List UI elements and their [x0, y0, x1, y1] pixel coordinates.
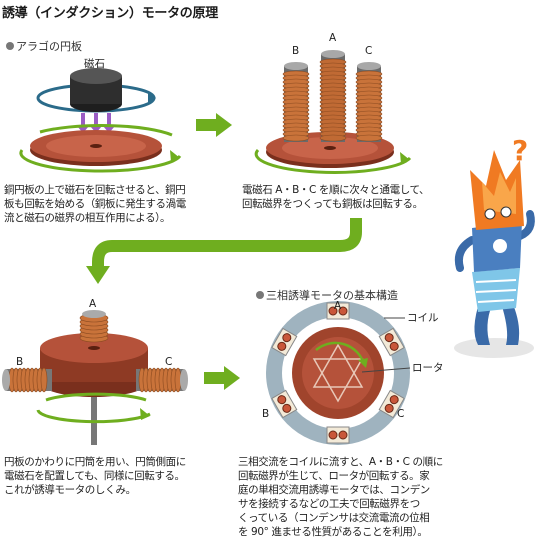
- three-phase-stator: [266, 301, 410, 445]
- stator-coil: [378, 327, 405, 357]
- caption-line: 電磁石を配置しても、同様に回転する。: [4, 470, 185, 482]
- caption-line: 回転磁界が生じて、ロータが回転する。家: [238, 470, 430, 482]
- rotor-label: ロータ: [412, 362, 444, 374]
- stator-coil: [378, 389, 405, 419]
- caption-line: 三相交流をコイルに流すと、A・B・C の順に: [238, 456, 443, 468]
- mascot-character: ?: [454, 134, 535, 358]
- caption-line: 流と磁石の磁界の相互作用による）。: [4, 212, 171, 224]
- flow-arrow-1: [196, 113, 232, 137]
- electromagnet-column: [282, 62, 310, 142]
- svg-text:?: ?: [512, 134, 528, 167]
- flow-arrow-2: [92, 218, 362, 270]
- section2-caption: 電磁石 A・B・C を順に次々と通電して、 回転磁界をつくっても銅板は回転する。: [242, 183, 472, 211]
- electromagnet-column: [319, 50, 347, 142]
- caption-line: 円板のかわりに円筒を用い、円筒側面に: [4, 456, 186, 468]
- caption-line: を 90° 進ませる性質があることを利用）。: [238, 526, 428, 538]
- electromagnet-label-c: C: [365, 45, 373, 57]
- cylinder-label-b: B: [16, 356, 24, 368]
- caption-line: 電磁石 A・B・C を順に次々と通電して、: [242, 184, 430, 196]
- rotor-leader-line: [361, 367, 411, 373]
- bullet-icon: [6, 42, 14, 50]
- electromagnet-column: [355, 62, 383, 142]
- caption-line: 庭の単相交流用誘導モータでは、コンデン: [238, 484, 430, 496]
- caption-line: サを接続するなどの工夫で回転磁界をつ: [238, 498, 420, 510]
- caption-line: くっている（コンデンサは交流電流の位相: [238, 512, 430, 524]
- section1-heading-text: アラゴの円板: [16, 40, 82, 53]
- section4-caption: 三相交流をコイルに流すと、A・B・C の順に 回転磁界が生じて、ロータが回転する…: [238, 455, 538, 539]
- caption-line: 回転磁界をつくっても銅板は回転する。: [242, 198, 423, 210]
- stator-coil: [271, 327, 298, 357]
- disk-rotation-ring: [19, 149, 182, 173]
- copper-disk: [30, 130, 162, 166]
- top-electromagnet: [79, 310, 109, 343]
- stator-label-b: B: [262, 408, 270, 420]
- stator-coil: [326, 302, 350, 320]
- flow-arrow-3: [204, 366, 240, 390]
- rotating-field-star: [312, 341, 368, 403]
- cylinder-label-c: C: [165, 356, 173, 368]
- magnet-rotation-arrowhead: [148, 92, 156, 104]
- stator-coil: [326, 426, 350, 444]
- section3-caption: 円板のかわりに円筒を用い、円筒側面に 電磁石を配置しても、同様に回転する。 これ…: [4, 455, 236, 497]
- stator-coil: [271, 389, 298, 419]
- cylinder-label-a: A: [89, 298, 97, 310]
- horizontal-electromagnet: [2, 367, 52, 393]
- cylinder-coils: [2, 310, 188, 393]
- horizontal-electromagnet: [136, 367, 188, 393]
- stator-slots: [271, 302, 405, 444]
- stator-label-a: A: [334, 300, 342, 312]
- section4-heading: 三相誘導モータの基本構造: [256, 287, 398, 303]
- disk-rotation-arrowhead: [170, 150, 180, 162]
- page-title: 誘導（インダクション）モータの原理: [2, 6, 218, 21]
- coil-label: コイル: [407, 312, 439, 324]
- electromagnet-label-b: B: [292, 45, 300, 57]
- section1-heading: アラゴの円板: [6, 38, 82, 54]
- section4-heading-text: 三相誘導モータの基本構造: [266, 289, 398, 302]
- caption-line: 銅円板の上で磁石を回転させると、銅円: [4, 184, 186, 196]
- caption-line: これが誘導モータのしくみ。: [4, 484, 136, 496]
- disk-rotation-ring-back: [39, 124, 173, 137]
- magnetic-field-arrows: [77, 113, 115, 133]
- electromagnet-columns: [282, 50, 383, 142]
- magnet: [70, 68, 122, 112]
- caption-line: 板も回転を始める（銅板に発生する渦電: [4, 198, 186, 210]
- cylinder-illustration: [36, 333, 151, 445]
- electromagnet-label-a: A: [329, 32, 337, 44]
- flow-arrow-2-head: [86, 266, 110, 284]
- bullet-icon: [256, 291, 264, 299]
- magnet-label: 磁石: [84, 58, 105, 70]
- stator-label-c: C: [397, 408, 405, 420]
- section1-caption: 銅円板の上で磁石を回転させると、銅円 板も回転を始める（銅板に発生する渦電 流と…: [4, 183, 236, 225]
